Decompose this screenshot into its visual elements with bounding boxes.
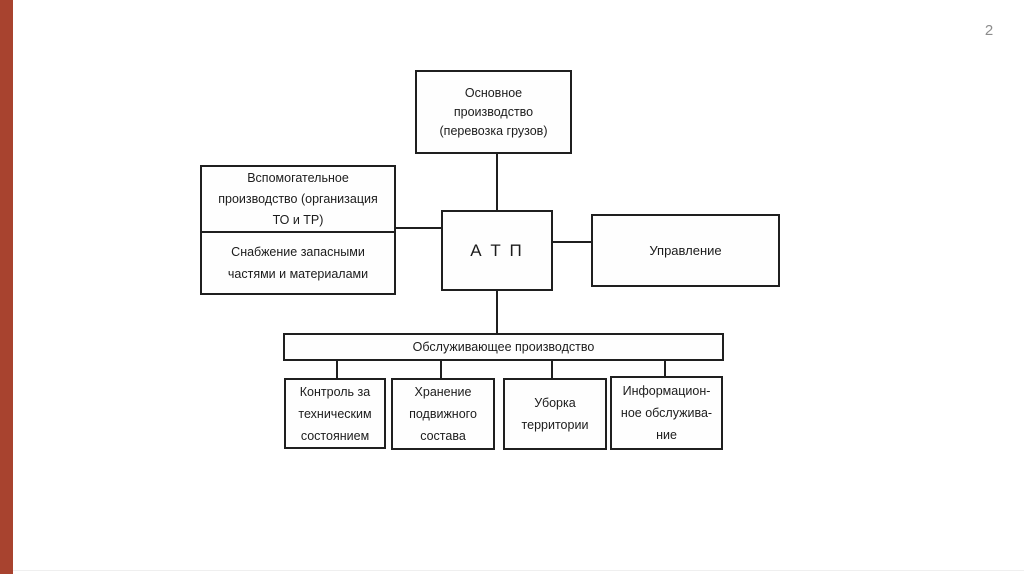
node-auxiliary-production: Вспомогательное производство (организаци… bbox=[202, 167, 394, 233]
node-text-line: Обслуживающее производство bbox=[412, 340, 595, 354]
node-text-line: территории bbox=[521, 418, 589, 432]
connector-atp-to-service bbox=[496, 290, 498, 333]
node-vehicle-storage: Хранение подвижного состава bbox=[391, 378, 495, 450]
node-text-line: Вспомогательное bbox=[247, 170, 349, 185]
node-text-line: Хранение bbox=[414, 385, 472, 399]
node-text-line: Уборка bbox=[534, 396, 576, 410]
node-text-line: частями и материалами bbox=[227, 267, 369, 281]
node-text-line: состоянием bbox=[300, 428, 370, 443]
node-territory-cleaning: Уборка территории bbox=[503, 378, 607, 450]
node-text-line: Контроль за bbox=[299, 384, 371, 399]
connector-service-to-cleaning bbox=[551, 360, 553, 378]
slide-bottom-edge bbox=[13, 570, 1024, 571]
node-service-production: Обслуживающее производство bbox=[283, 333, 724, 361]
left-accent-bar bbox=[0, 0, 13, 574]
node-text-line: А Т П bbox=[470, 240, 524, 260]
node-text-line: (перевозка грузов) bbox=[439, 123, 548, 138]
node-text-line: ное обслужива- bbox=[620, 406, 713, 420]
node-main-production: Основное производство (перевозка грузов) bbox=[415, 70, 572, 154]
node-text-line: производство bbox=[453, 104, 534, 119]
node-text-line: Основное bbox=[464, 85, 523, 100]
node-text-line: техническим bbox=[298, 406, 372, 421]
connector-service-to-control bbox=[336, 360, 338, 378]
node-text-line: Информацион- bbox=[622, 384, 711, 398]
node-text-line: ние bbox=[656, 428, 677, 442]
node-information-service: Информацион- ное обслужива- ние bbox=[610, 376, 723, 450]
node-text-line: Снабжение запасными bbox=[231, 245, 365, 259]
node-text-line: ТО и ТР) bbox=[272, 212, 324, 227]
node-text-line: Управление bbox=[649, 243, 722, 258]
page-number: 2 bbox=[984, 22, 994, 39]
node-text-line: подвижного bbox=[409, 407, 477, 421]
node-supply: Снабжение запасными частями и материалам… bbox=[202, 233, 394, 293]
connector-atp-to-management bbox=[552, 241, 591, 243]
node-technical-control: Контроль за техническим состоянием bbox=[284, 378, 386, 449]
node-text-line: состава bbox=[420, 429, 466, 443]
node-text-line: производство (организация bbox=[218, 191, 378, 206]
node-auxiliary-and-supply: Вспомогательное производство (организаци… bbox=[200, 165, 396, 295]
node-atp: А Т П bbox=[441, 210, 553, 291]
connector-service-to-storage bbox=[440, 360, 442, 378]
connector-auxiliary-to-atp bbox=[395, 227, 441, 229]
node-management: Управление bbox=[591, 214, 780, 287]
connector-service-to-info bbox=[664, 360, 666, 378]
connector-main-to-atp bbox=[496, 153, 498, 210]
